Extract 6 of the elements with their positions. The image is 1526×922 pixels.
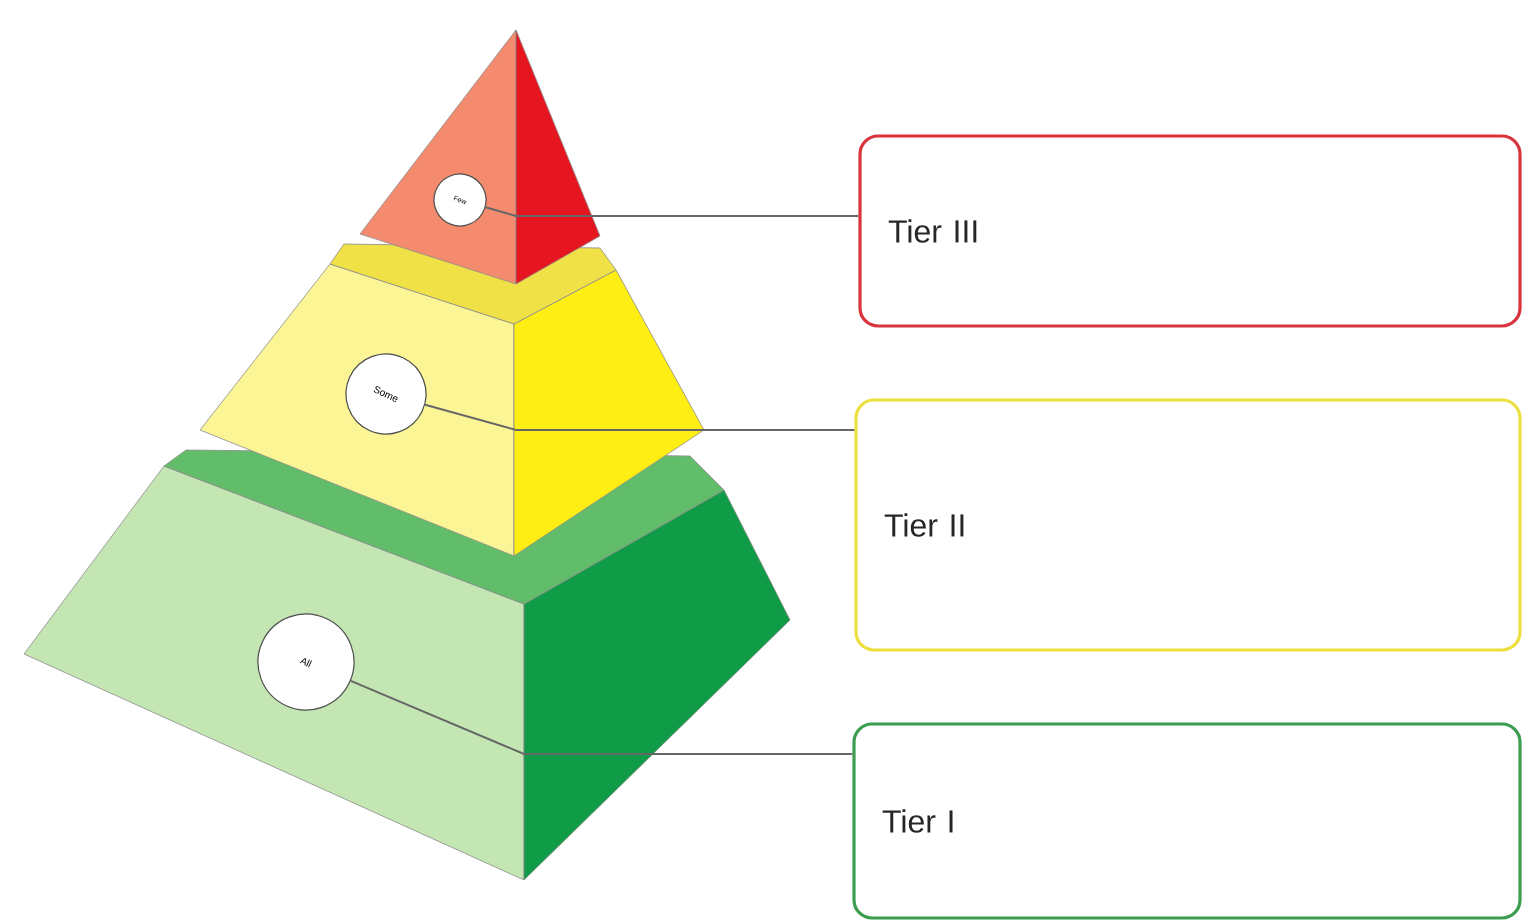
tier-box: Tier III bbox=[858, 134, 1522, 328]
leader-line bbox=[424, 403, 856, 431]
tier-box: Tier II bbox=[854, 398, 1522, 652]
leader-line bbox=[484, 206, 860, 217]
tier-box: Tier I bbox=[852, 722, 1522, 920]
leader-line bbox=[349, 679, 854, 755]
